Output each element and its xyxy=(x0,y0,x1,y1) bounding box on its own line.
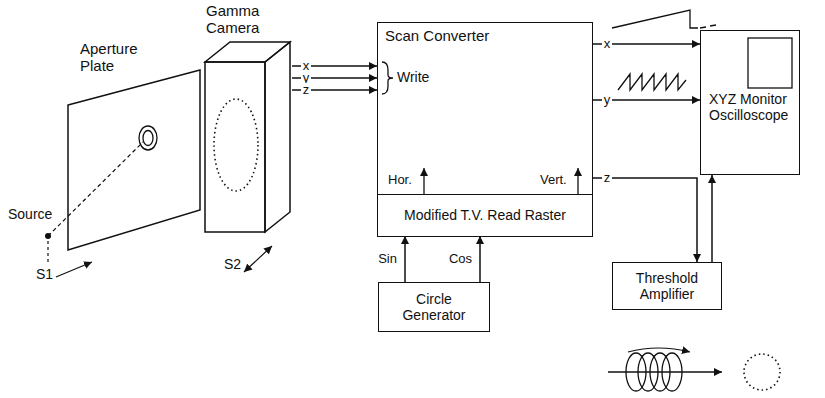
dimension-arrow xyxy=(56,262,92,277)
raster-band: Modified T.V. Read Raster xyxy=(378,194,592,236)
converter-box: Scan ConverterModified T.V. Read Raster xyxy=(377,22,593,237)
signal-connector xyxy=(404,236,406,282)
signal-label: x xyxy=(602,37,613,51)
part-label: Source xyxy=(8,206,52,222)
axis-arrow xyxy=(608,371,722,372)
helix-loop xyxy=(650,353,670,391)
signal-label: Vert. xyxy=(540,173,567,188)
helix-loop xyxy=(638,353,658,391)
signal-connector xyxy=(593,178,697,262)
camera-node: Gamma Camera xyxy=(200,2,292,234)
monitor-box: XYZ Monitor Oscilloscope xyxy=(700,30,800,175)
sawtooth-waveform xyxy=(618,74,686,90)
node-text: Threshold Amplifier xyxy=(619,270,715,302)
signal-label: Write xyxy=(397,69,429,85)
aperture-hole xyxy=(143,131,153,146)
helix-loop xyxy=(626,353,646,391)
aperture-ring xyxy=(139,126,157,150)
signal-label: z xyxy=(602,171,613,185)
dotted-circle xyxy=(744,354,780,390)
dimension-label: S2 xyxy=(224,256,241,272)
write-brace xyxy=(382,62,393,94)
camera-side xyxy=(265,42,290,232)
signal-label: z xyxy=(301,83,312,97)
dimension-leader xyxy=(47,241,48,262)
dotted-image-circle xyxy=(214,99,258,191)
node-text: Gamma Camera xyxy=(206,2,278,37)
hor-arrow xyxy=(423,168,424,195)
monitor-screen xyxy=(748,38,792,88)
camera-front xyxy=(205,62,265,232)
ramp-waveform-dash xyxy=(700,25,716,28)
signal-label: Sin xyxy=(376,252,399,266)
part-label: Aperture Plate xyxy=(80,40,152,75)
aperture-plate xyxy=(68,70,200,250)
ray-line xyxy=(48,142,143,236)
ramp-waveform xyxy=(612,10,698,28)
dimension-label: S1 xyxy=(36,266,53,282)
signal-label: y xyxy=(602,93,613,107)
node-text: Scan Converter xyxy=(385,27,489,44)
signal-label: Hor. xyxy=(388,173,412,188)
amplifier-box: Threshold Amplifier xyxy=(612,262,722,310)
helix-loop xyxy=(662,353,682,391)
node-text: Modified T.V. Read Raster xyxy=(404,207,566,223)
generator-box: Circle Generator xyxy=(378,282,490,332)
signal-connector xyxy=(711,175,713,262)
rotation-arrow xyxy=(628,348,690,352)
vert-arrow xyxy=(577,168,578,195)
node-text: XYZ Monitor Oscilloscope xyxy=(709,91,793,123)
dimension-arrow xyxy=(244,246,272,272)
signal-label: Cos xyxy=(447,252,474,266)
signal-connector xyxy=(479,236,481,282)
node-text: Circle Generator xyxy=(392,291,476,323)
